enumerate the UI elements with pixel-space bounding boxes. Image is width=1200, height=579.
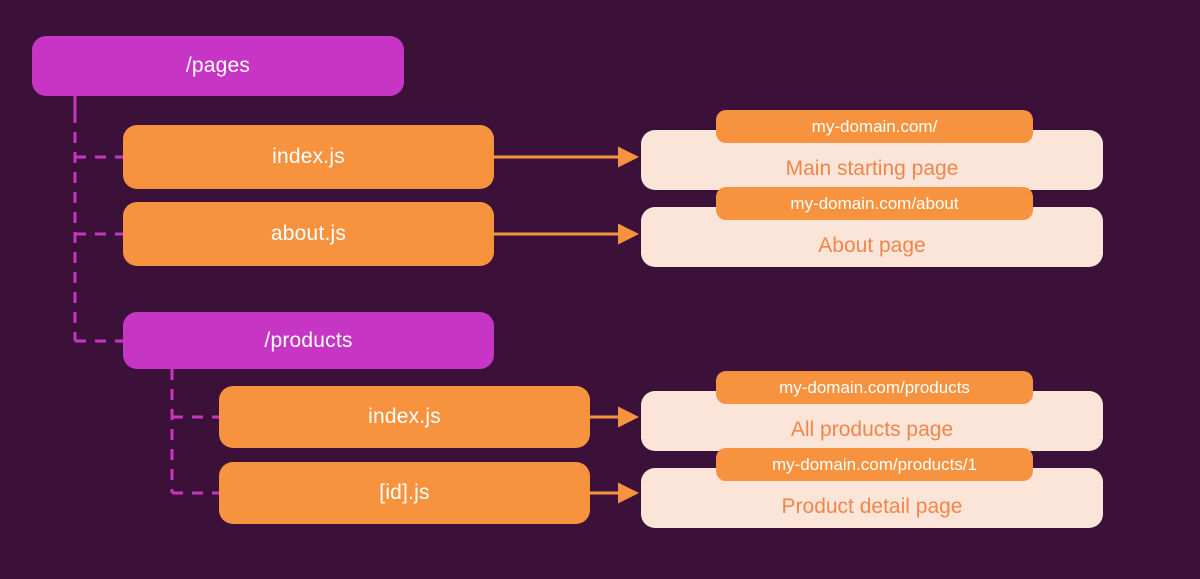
node-products-index[interactable]: index.js <box>219 386 590 448</box>
route-description: About page <box>818 234 926 257</box>
route-url-tab-product-detail[interactable]: my-domain.com/products/1 <box>716 448 1033 481</box>
route-url-tab-home[interactable]: my-domain.com/ <box>716 110 1033 143</box>
node-pages[interactable]: /pages <box>32 36 404 96</box>
node-products[interactable]: /products <box>123 312 494 369</box>
node-products-id[interactable]: [id].js <box>219 462 590 524</box>
route-description: Main starting page <box>785 157 959 180</box>
route-description: All products page <box>790 418 954 441</box>
node-pages-about[interactable]: about.js <box>123 202 494 266</box>
route-url-tab-about[interactable]: my-domain.com/about <box>716 187 1033 220</box>
route-url-tab-products[interactable]: my-domain.com/products <box>716 371 1033 404</box>
route-description: Product detail page <box>781 495 963 518</box>
node-pages-index[interactable]: index.js <box>123 125 494 189</box>
